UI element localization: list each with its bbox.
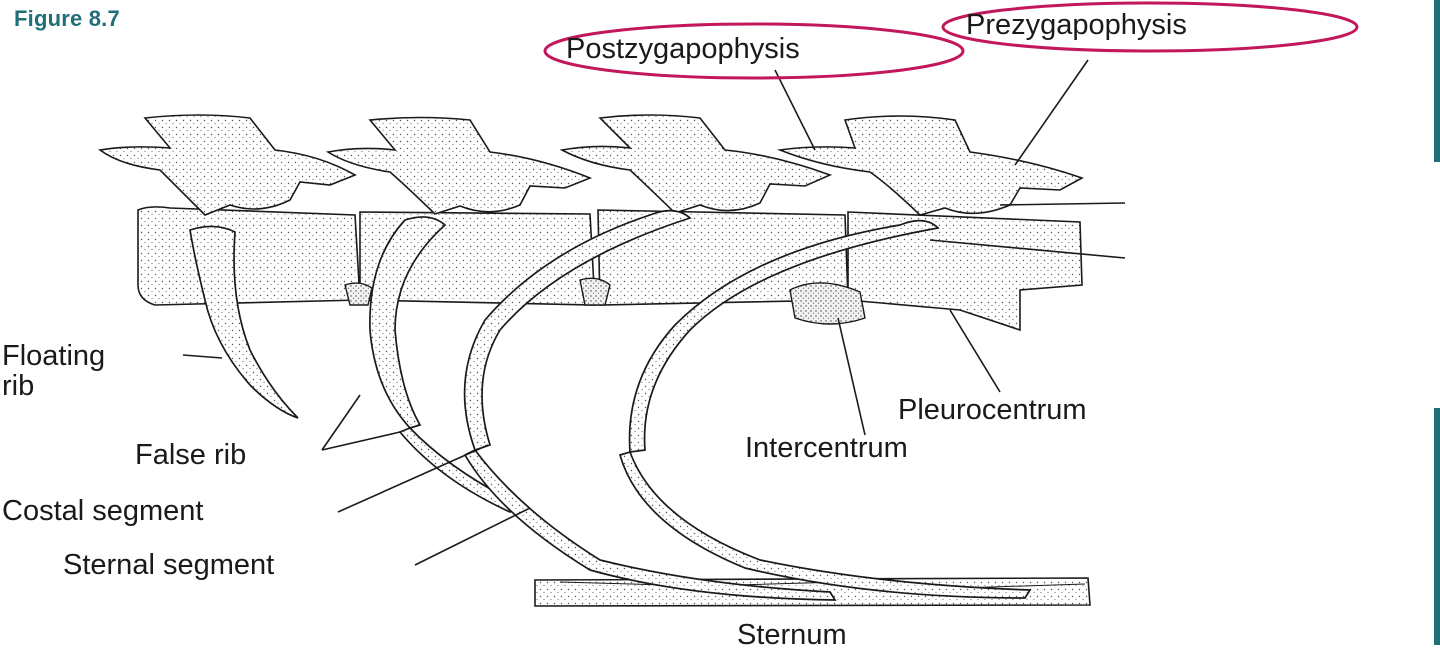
centra-row	[137, 206, 1083, 332]
highlight-ellipses	[543, 1, 1359, 80]
label-floating-rib: Floating rib	[2, 340, 106, 403]
postzygapophysis-highlight	[543, 22, 965, 80]
intercentrum-wedges	[344, 277, 866, 325]
right-edge-bar-bottom	[1434, 408, 1440, 645]
label-intercentrum: Intercentrum	[745, 432, 908, 464]
label-costal-segment: Costal segment	[2, 495, 204, 527]
leader-lines	[182, 59, 1126, 566]
ribs	[189, 209, 1032, 601]
label-sternum: Sternum	[737, 619, 847, 651]
neural-arches	[98, 114, 1084, 216]
figure-label: Figure 8.7	[14, 6, 120, 31]
label-postzygapophysis: Postzygapophysis	[566, 33, 800, 65]
label-false-rib: False rib	[135, 439, 247, 471]
prezygapophysis-highlight	[941, 1, 1359, 53]
label-prezygapophysis: Prezygapophysis	[966, 9, 1187, 41]
label-sternal-segment: Sternal segment	[63, 549, 275, 581]
right-edge-bar-top	[1434, 0, 1440, 162]
label-pleurocentrum: Pleurocentrum	[898, 394, 1087, 426]
